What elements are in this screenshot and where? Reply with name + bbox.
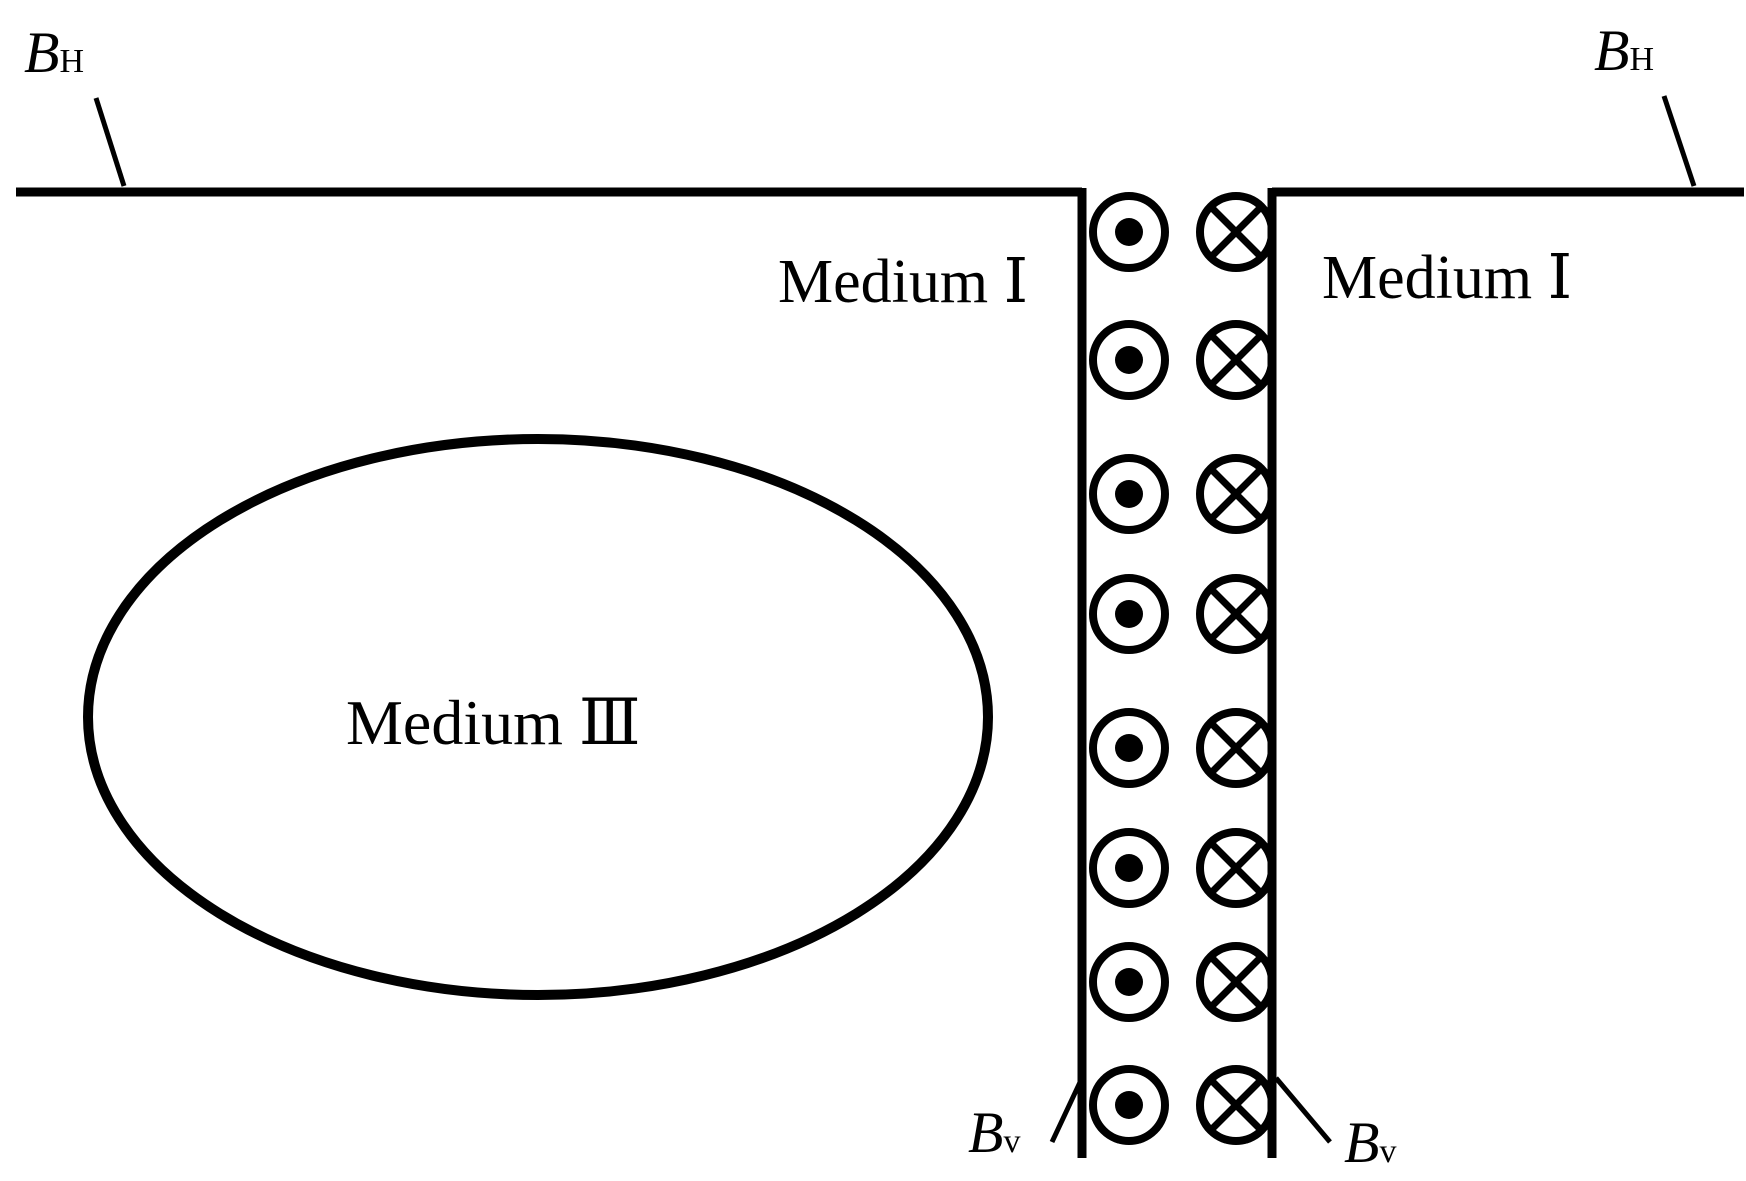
out-of-page-field-column [1089, 192, 1169, 1145]
medium-three-label: Medium Ⅲ [346, 687, 641, 758]
symbol-ring [1196, 708, 1276, 788]
out-of-page-symbol [1089, 1065, 1169, 1145]
symbol-ring [1196, 454, 1276, 534]
out-of-page-symbol [1089, 828, 1169, 908]
symbol-ring [1089, 192, 1169, 272]
symbol-dot [1115, 480, 1143, 508]
symbol-cross-stroke [1209, 587, 1263, 641]
symbol-ring [1089, 1065, 1169, 1145]
symbol-ring [1196, 320, 1276, 400]
symbol-dot [1115, 600, 1143, 628]
into-page-symbol [1196, 708, 1276, 788]
medium-three-ellipse [83, 434, 993, 1000]
out-of-page-symbol [1089, 574, 1169, 654]
into-page-symbol [1196, 942, 1276, 1022]
symbol-ring [1196, 192, 1276, 272]
symbol-dot [1115, 1091, 1143, 1119]
out-of-page-symbol [1089, 942, 1169, 1022]
symbol-ring [1196, 1065, 1276, 1145]
symbol-dot [1115, 854, 1143, 882]
symbol-cross-stroke [1209, 205, 1263, 259]
into-page-symbol [1196, 1065, 1276, 1145]
symbol-ring [1196, 574, 1276, 654]
bh-right-label: BH [1594, 18, 1654, 83]
bh-left-leader [93, 97, 127, 187]
out-of-page-symbol [1089, 708, 1169, 788]
bh-left-label: BH [24, 20, 84, 85]
into-page-symbol [1196, 192, 1276, 272]
symbol-dot [1115, 734, 1143, 762]
into-page-symbol [1196, 574, 1276, 654]
out-of-page-symbol [1089, 192, 1169, 272]
bv-right-leader [1274, 1076, 1332, 1144]
symbol-ring [1089, 574, 1169, 654]
bv-left-label: Bv [968, 1100, 1020, 1165]
into-page-symbol [1196, 454, 1276, 534]
bv-left-leader [1049, 1076, 1085, 1144]
out-of-page-symbol [1089, 454, 1169, 534]
symbol-ring [1196, 828, 1276, 908]
symbol-ring [1089, 320, 1169, 400]
symbol-ring [1089, 828, 1169, 908]
symbol-dot [1115, 346, 1143, 374]
symbol-cross-stroke [1209, 467, 1263, 521]
symbol-cross-stroke [1209, 721, 1263, 775]
symbol-ring [1089, 454, 1169, 534]
medium-one-right-label: Medium Ⅰ [1322, 244, 1572, 312]
symbol-ring [1089, 708, 1169, 788]
into-page-field-column [1196, 192, 1276, 1145]
symbol-cross-stroke [1209, 841, 1263, 895]
symbol-cross-stroke [1209, 333, 1263, 387]
symbol-ring [1196, 942, 1276, 1022]
bv-right-label: Bv [1344, 1110, 1396, 1175]
symbol-cross-stroke [1209, 1078, 1263, 1132]
symbol-cross-stroke [1209, 955, 1263, 1009]
medium-one-left-label: Medium Ⅰ [778, 248, 1028, 316]
bh-right-leader [1661, 95, 1697, 187]
symbol-dot [1115, 218, 1143, 246]
symbol-dot [1115, 968, 1143, 996]
out-of-page-symbol [1089, 320, 1169, 400]
into-page-symbol [1196, 828, 1276, 908]
into-page-symbol [1196, 320, 1276, 400]
symbol-ring [1089, 942, 1169, 1022]
